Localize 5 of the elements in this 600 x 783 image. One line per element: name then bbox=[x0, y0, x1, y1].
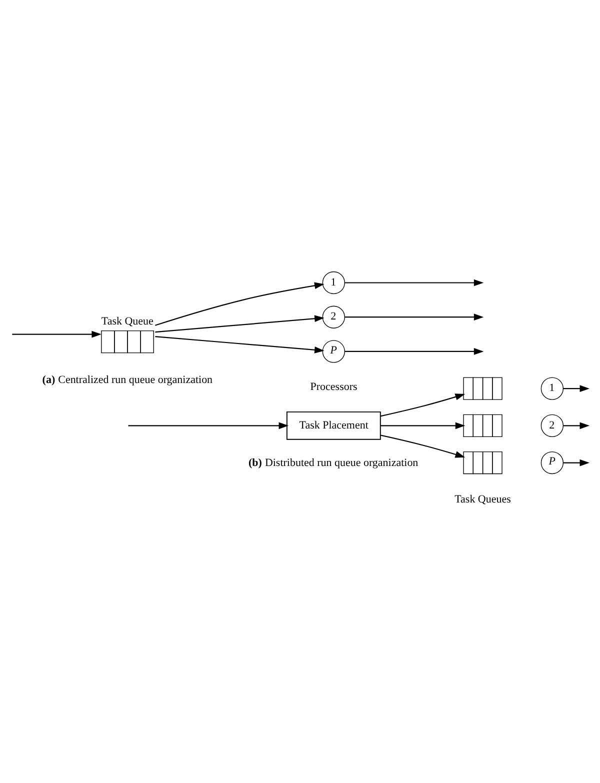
label: Task Queues bbox=[454, 492, 511, 505]
label: (b) Distributed run queue organization bbox=[248, 456, 418, 469]
node-label: Task Queue bbox=[101, 315, 154, 328]
label: (a) Centralized run queue organization bbox=[42, 373, 213, 386]
label: Processors bbox=[310, 380, 358, 392]
